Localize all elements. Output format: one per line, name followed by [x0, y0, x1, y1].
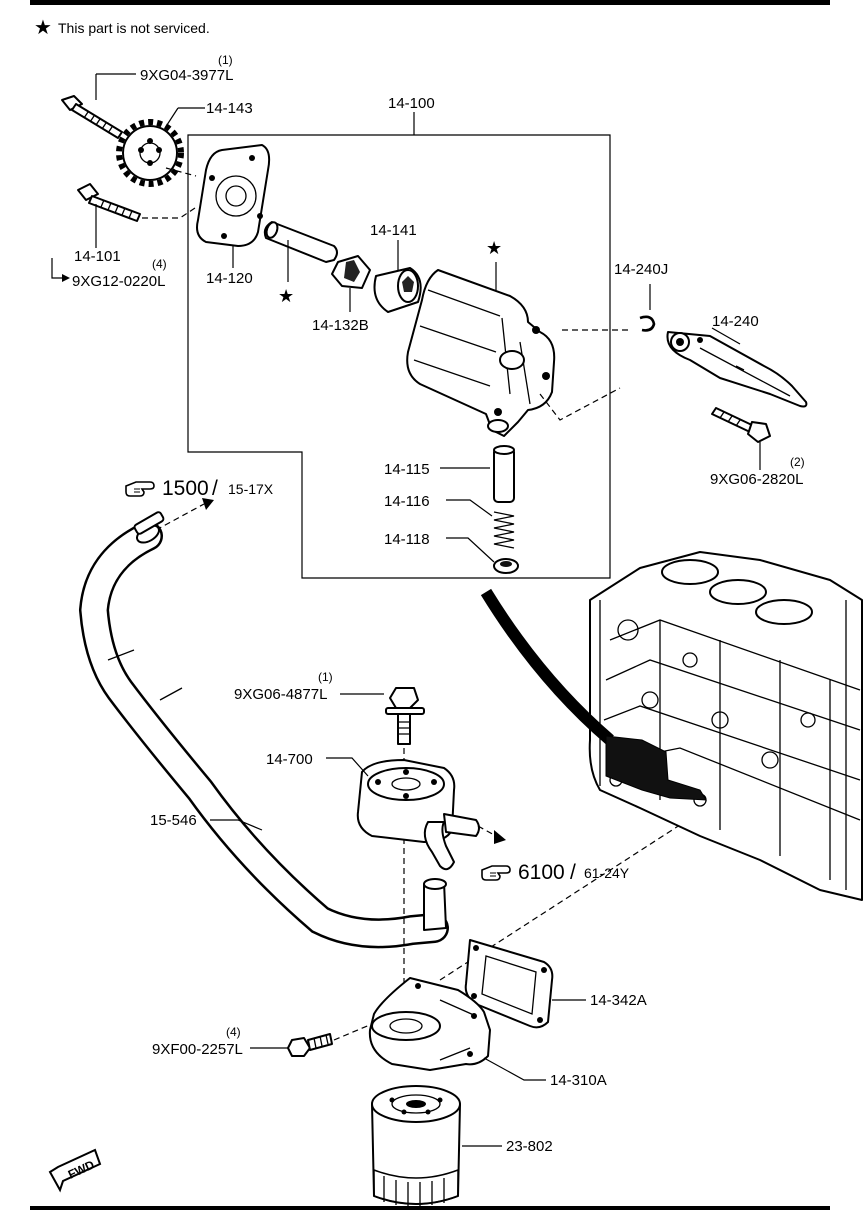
qty-9xg06-2820: (2)	[790, 455, 805, 469]
pump-cover-14-120	[196, 144, 271, 247]
oil-cooler-14-700	[356, 759, 480, 871]
ref-1500-main: 1500	[162, 477, 209, 500]
pointing-hand-icon-2	[481, 865, 511, 881]
label-14-116: 14-116	[384, 493, 430, 510]
qty-9xf00: (4)	[226, 1025, 241, 1039]
plunger-14-115	[493, 445, 515, 503]
label-14-310a: 14-310A	[550, 1072, 607, 1089]
spring-14-116	[493, 511, 515, 549]
svg-text:/: /	[570, 861, 576, 884]
top-border	[30, 0, 830, 5]
ref-6100-main: 6100	[518, 861, 565, 884]
qty-9xg06-4877: (1)	[318, 670, 333, 684]
label-23-802: 23-802	[506, 1138, 553, 1155]
ref-6100-sub: 61-24Y	[584, 865, 630, 881]
bolt-9xg06-4877	[385, 687, 425, 745]
label-14-141: 14-141	[370, 222, 417, 239]
plug-14-118	[493, 558, 519, 574]
label-9xg04-3977l: 9XG04-3977L	[140, 67, 233, 84]
bolt-9xg04	[61, 95, 123, 139]
pump-shaft	[263, 221, 338, 263]
label-14-240j: 14-240J	[614, 261, 668, 278]
pump-location-highlight	[480, 588, 707, 801]
label-14-342a: 14-342A	[590, 992, 647, 1009]
label-14-700: 14-700	[266, 751, 313, 768]
bottom-border	[30, 1206, 830, 1210]
label-14-101: 14-101	[74, 248, 121, 265]
pump-body	[406, 269, 556, 437]
label-14-100: 14-100	[388, 95, 435, 112]
oil-filter-body-14-310a	[368, 977, 491, 1071]
not-serviced-note: ★ This part is not serviced.	[34, 15, 210, 39]
star-icon: ★	[34, 15, 52, 39]
assembly-box-14-100	[187, 134, 611, 579]
bolt-9xg12	[77, 183, 141, 222]
label-9xf00-2257l: 9XF00-2257L	[152, 1041, 243, 1058]
label-14-143: 14-143	[206, 100, 253, 117]
note-text: This part is not serviced.	[58, 20, 210, 36]
qty-9xg04: (1)	[218, 53, 233, 67]
hose-15-546	[78, 511, 449, 949]
label-14-132b: 14-132B	[312, 317, 369, 334]
ref-6100: 6100 / 61-24Y	[481, 861, 630, 884]
label-9xg06-2820l: 9XG06-2820L	[710, 471, 803, 488]
qty-9xg12: (4)	[152, 257, 167, 271]
star-icon-shaft: ★	[278, 286, 294, 307]
engine-block	[588, 551, 863, 901]
label-14-120: 14-120	[206, 270, 253, 287]
sprocket-14-143	[116, 119, 184, 187]
star-icon-body: ★	[486, 238, 502, 259]
svg-text:/: /	[212, 477, 218, 500]
label-14-115: 14-115	[384, 461, 430, 478]
gasket-14-342a	[464, 939, 554, 1029]
tensioner-arm-14-240	[666, 331, 808, 408]
fwd-arrow-icon: FWD	[48, 1148, 102, 1193]
label-9xg12-0220l: 9XG12-0220L	[72, 273, 165, 290]
label-9xg06-4877l: 9XG06-4877L	[234, 686, 327, 703]
clip-14-240j	[639, 315, 656, 332]
bolt-9xf00	[287, 1033, 333, 1057]
label-14-240: 14-240	[712, 313, 759, 330]
rotor-14-141	[373, 267, 422, 313]
pointing-hand-icon	[125, 481, 155, 497]
oil-filter-23-802	[371, 1085, 461, 1206]
ref-1500: 1500 / 15-17X	[125, 477, 274, 500]
coupler-14-132b	[331, 255, 371, 289]
bolt-9xg06-2820	[711, 407, 771, 443]
label-14-118: 14-118	[384, 531, 430, 548]
label-15-546: 15-546	[150, 812, 197, 829]
ref-1500-sub: 15-17X	[228, 481, 274, 497]
